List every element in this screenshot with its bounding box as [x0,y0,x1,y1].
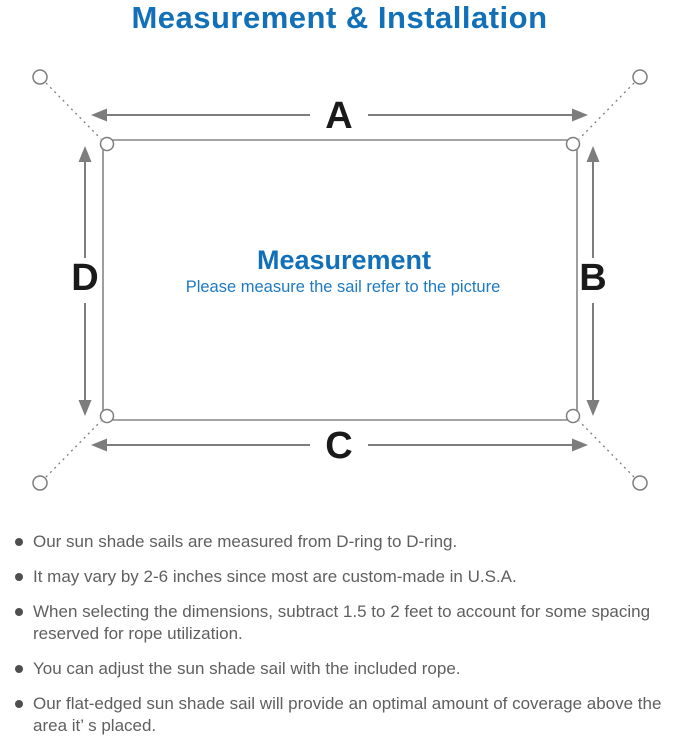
arrow-right-icon [572,108,588,122]
arrow-down-icon [586,400,600,416]
anchor-ring-top-right-icon [632,69,648,85]
list-item: It may vary by 2-6 inches since most are… [15,566,667,588]
d-ring-top-left-icon [99,136,115,152]
dimension-label-d: D [71,257,98,299]
dimension-label-c: C [325,425,352,467]
dimension-label-b: B [579,257,606,299]
bullet-icon [15,608,23,616]
list-item: When selecting the dimensions, subtract … [15,601,667,645]
rope-dashed-line-bottom-left [45,420,102,478]
measurement-heading: Measurement [257,245,431,275]
rope-dashed-line-bottom-right [578,420,635,478]
anchor-ring-bottom-right-icon [632,475,648,491]
bullet-icon [15,573,23,581]
anchor-ring-top-left-icon [32,69,48,85]
dimension-label-a: A [325,95,352,137]
note-text: Our flat-edged sun shade sail will provi… [33,694,662,735]
d-ring-top-right-icon [565,136,581,152]
d-ring-bottom-right-icon [565,408,581,424]
list-item: Our sun shade sails are measured from D-… [15,531,667,553]
arrow-up-icon [586,146,600,162]
rope-dashed-line-top-left [45,82,102,140]
note-text: It may vary by 2-6 inches since most are… [33,567,517,586]
bullet-icon [15,665,23,673]
page-title: Measurement & Installation [131,0,548,35]
note-text: You can adjust the sun shade sail with t… [33,659,461,678]
bullet-icon [15,700,23,708]
rope-dashed-line-top-right [578,82,635,140]
note-text: When selecting the dimensions, subtract … [33,602,651,643]
measurement-diagram: A C D B Measurement Please measure the s… [32,69,648,491]
d-ring-bottom-left-icon [99,408,115,424]
arrow-left-icon [91,108,107,122]
notes-list: Our sun shade sails are measured from D-… [15,531,667,739]
arrow-left-icon [91,438,107,452]
sail-outline [102,139,578,421]
note-text: Our sun shade sails are measured from D-… [33,532,458,551]
arrow-right-icon [572,438,588,452]
list-item: Our flat-edged sun shade sail will provi… [15,693,667,737]
anchor-ring-bottom-left-icon [32,475,48,491]
arrow-up-icon [78,146,92,162]
list-item: You can adjust the sun shade sail with t… [15,658,667,680]
bullet-icon [15,538,23,546]
arrow-down-icon [78,400,92,416]
measurement-subheading: Please measure the sail refer to the pic… [186,278,501,296]
